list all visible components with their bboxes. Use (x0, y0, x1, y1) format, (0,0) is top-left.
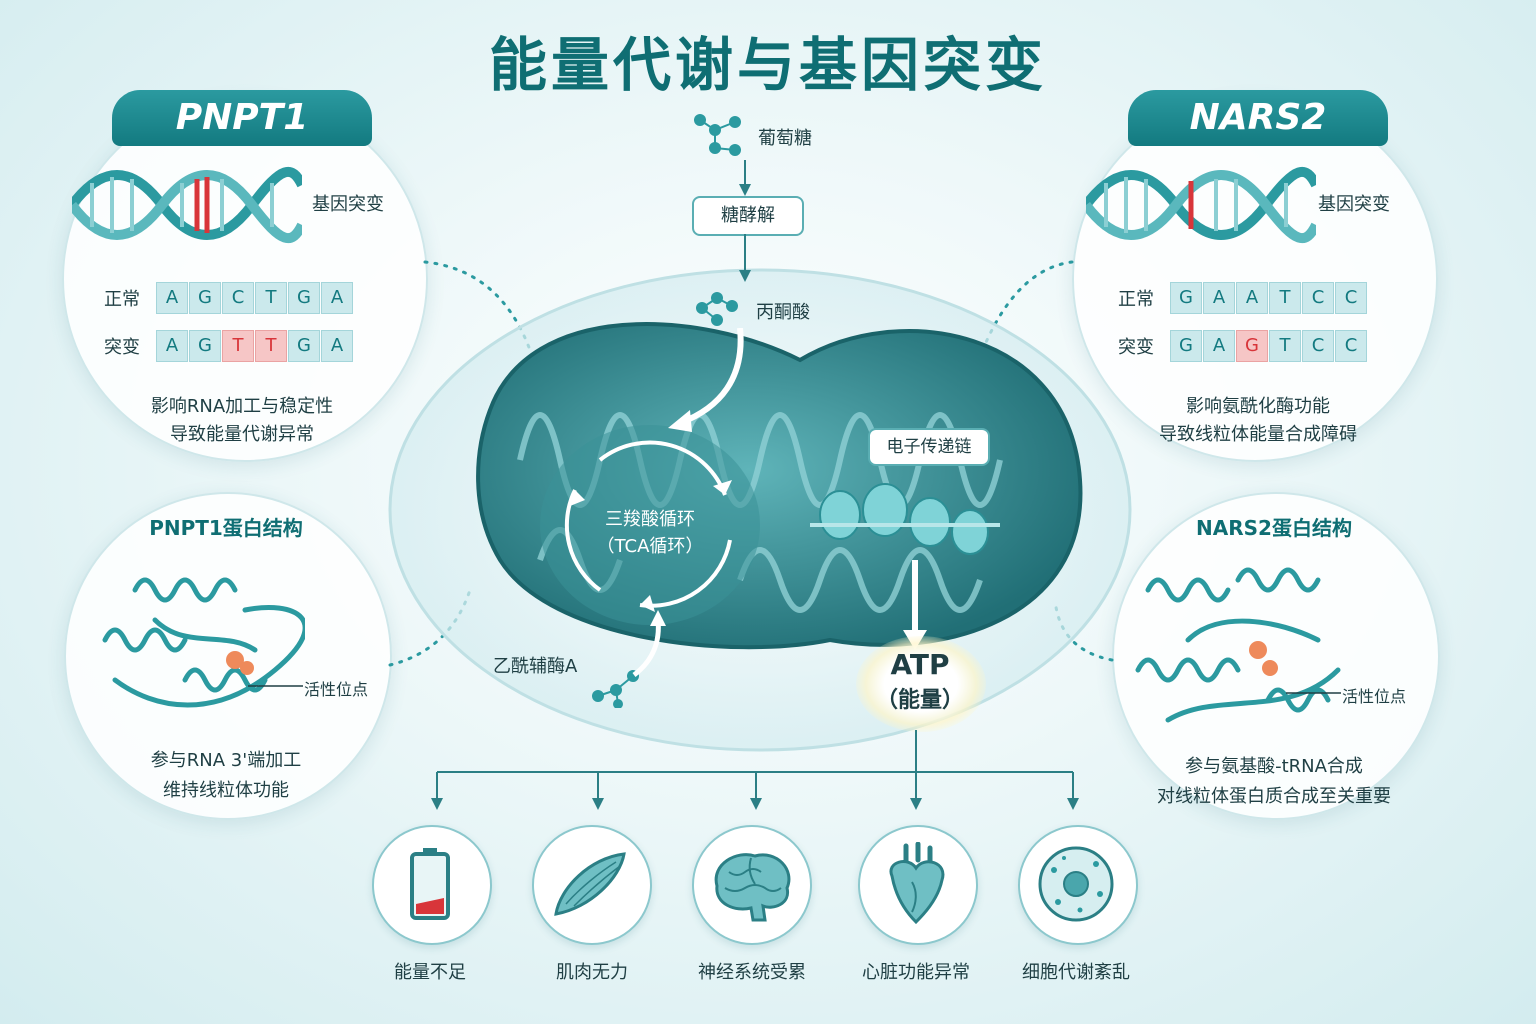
pnpt1-effect-line1: 影响RNA加工与稳定性 (150, 396, 334, 417)
sequence-base-cell: G (288, 330, 320, 362)
atp-label: ATP (890, 648, 950, 681)
dna-helix-icon (72, 166, 302, 244)
tca-cycle-line1: 三羧酸循环 (605, 509, 695, 530)
pnpt1-protein-structure-icon (102, 577, 305, 708)
pnpt1-protein-desc-line2: 维持线粒体功能 (163, 780, 289, 801)
cell-icon (1038, 846, 1114, 922)
sequence-base-cell: G (288, 282, 320, 314)
etc-box: 电子传递链 (868, 428, 990, 466)
pnpt1-protein-title: PNPT1蛋白结构 (149, 516, 303, 540)
curved-arrow-icon (632, 610, 666, 677)
glucose-label: 葡萄糖 (758, 128, 812, 149)
nars2-protein-panel (1112, 492, 1440, 820)
pnpt1-mutant-label: 突变 (104, 337, 140, 358)
tca-cycle-line2: （TCA循环） (596, 536, 704, 557)
effect-label: 神经系统受累 (698, 962, 806, 983)
effect-label: 心脏功能异常 (862, 962, 970, 983)
sequence-base-cell: G (1236, 330, 1268, 362)
sequence-base-cell: A (321, 330, 353, 362)
battery-low-icon (410, 848, 450, 920)
nars2-protein-desc-line2: 对线粒体蛋白质合成至关重要 (1157, 786, 1391, 807)
sequence-base-cell: C (1335, 282, 1367, 314)
nars2-banner: NARS2 (1128, 90, 1388, 146)
nars2-mutation-label: 基因突变 (1318, 194, 1390, 215)
nars2-effect-line1: 影响氨酰化酶功能 (1186, 396, 1330, 417)
atp-sublabel: （能量） (875, 688, 964, 713)
sequence-base-cell: G (1170, 282, 1202, 314)
sequence-base-cell: T (222, 330, 254, 362)
sequence-base-cell: A (1203, 330, 1235, 362)
sequence-base-cell: T (1269, 282, 1301, 314)
muscle-icon (554, 852, 626, 916)
effect-label: 能量不足 (394, 962, 466, 983)
sequence-base-cell: C (222, 282, 254, 314)
pnpt1-normal-label: 正常 (104, 289, 140, 310)
pnpt1-mutation-label: 基因突变 (312, 194, 384, 215)
sequence-base-cell: A (156, 330, 188, 362)
nars2-effect-line2: 导致线粒体能量合成障碍 (1159, 424, 1357, 445)
nars2-protein-desc-line1: 参与氨基酸-tRNA合成 (1185, 756, 1363, 777)
sequence-base-cell: A (1203, 282, 1235, 314)
dna-helix-icon (1086, 166, 1316, 244)
sequence-base-cell: G (1170, 330, 1202, 362)
pnpt1-active-site-label: 活性位点 (304, 680, 369, 699)
nars2-gene-panel (1072, 96, 1438, 462)
atp-glow (856, 636, 986, 732)
nars2-active-site-label: 活性位点 (1342, 687, 1407, 706)
glycolysis-box: 糖酵解 (692, 196, 804, 236)
sequence-base-cell: G (189, 330, 221, 362)
curved-arrow-icon (668, 328, 744, 432)
heart-icon (889, 842, 945, 925)
sequence-base-cell: G (189, 282, 221, 314)
nars2-mutant-label: 突变 (1118, 337, 1154, 358)
pyruvate-molecule-icon (696, 292, 738, 326)
pnpt1-protein-desc-line1: 参与RNA 3'端加工 (150, 750, 302, 771)
acetyl-coa-label: 乙酰辅酶A (493, 656, 578, 677)
effect-label: 肌肉无力 (556, 962, 628, 983)
sequence-base-cell: C (1302, 282, 1334, 314)
sequence-base-cell: A (321, 282, 353, 314)
arrow-down-icon (739, 234, 751, 282)
sequence-base-cell: T (1269, 330, 1301, 362)
page-title: 能量代谢与基因突变 (488, 31, 1047, 99)
sequence-base-cell: C (1302, 330, 1334, 362)
brain-icon (714, 853, 791, 922)
arrow-down-icon (739, 160, 751, 196)
sequence-base-cell: A (156, 282, 188, 314)
pyruvate-label: 丙酮酸 (756, 302, 810, 323)
nars2-protein-structure-icon (1135, 567, 1341, 723)
pnpt1-gene-panel (62, 96, 428, 462)
glucose-molecule-icon (694, 114, 741, 156)
nars2-normal-label: 正常 (1118, 289, 1154, 310)
effect-label: 细胞代谢紊乱 (1022, 962, 1130, 983)
sequence-base-cell: A (1236, 282, 1268, 314)
pnpt1-banner: PNPT1 (112, 90, 372, 146)
sequence-base-cell: C (1335, 330, 1367, 362)
sequence-base-cell: T (255, 330, 287, 362)
pnpt1-effect-line2: 导致能量代谢异常 (170, 424, 314, 445)
sequence-base-cell: T (255, 282, 287, 314)
nars2-protein-title: NARS2蛋白结构 (1196, 516, 1352, 540)
